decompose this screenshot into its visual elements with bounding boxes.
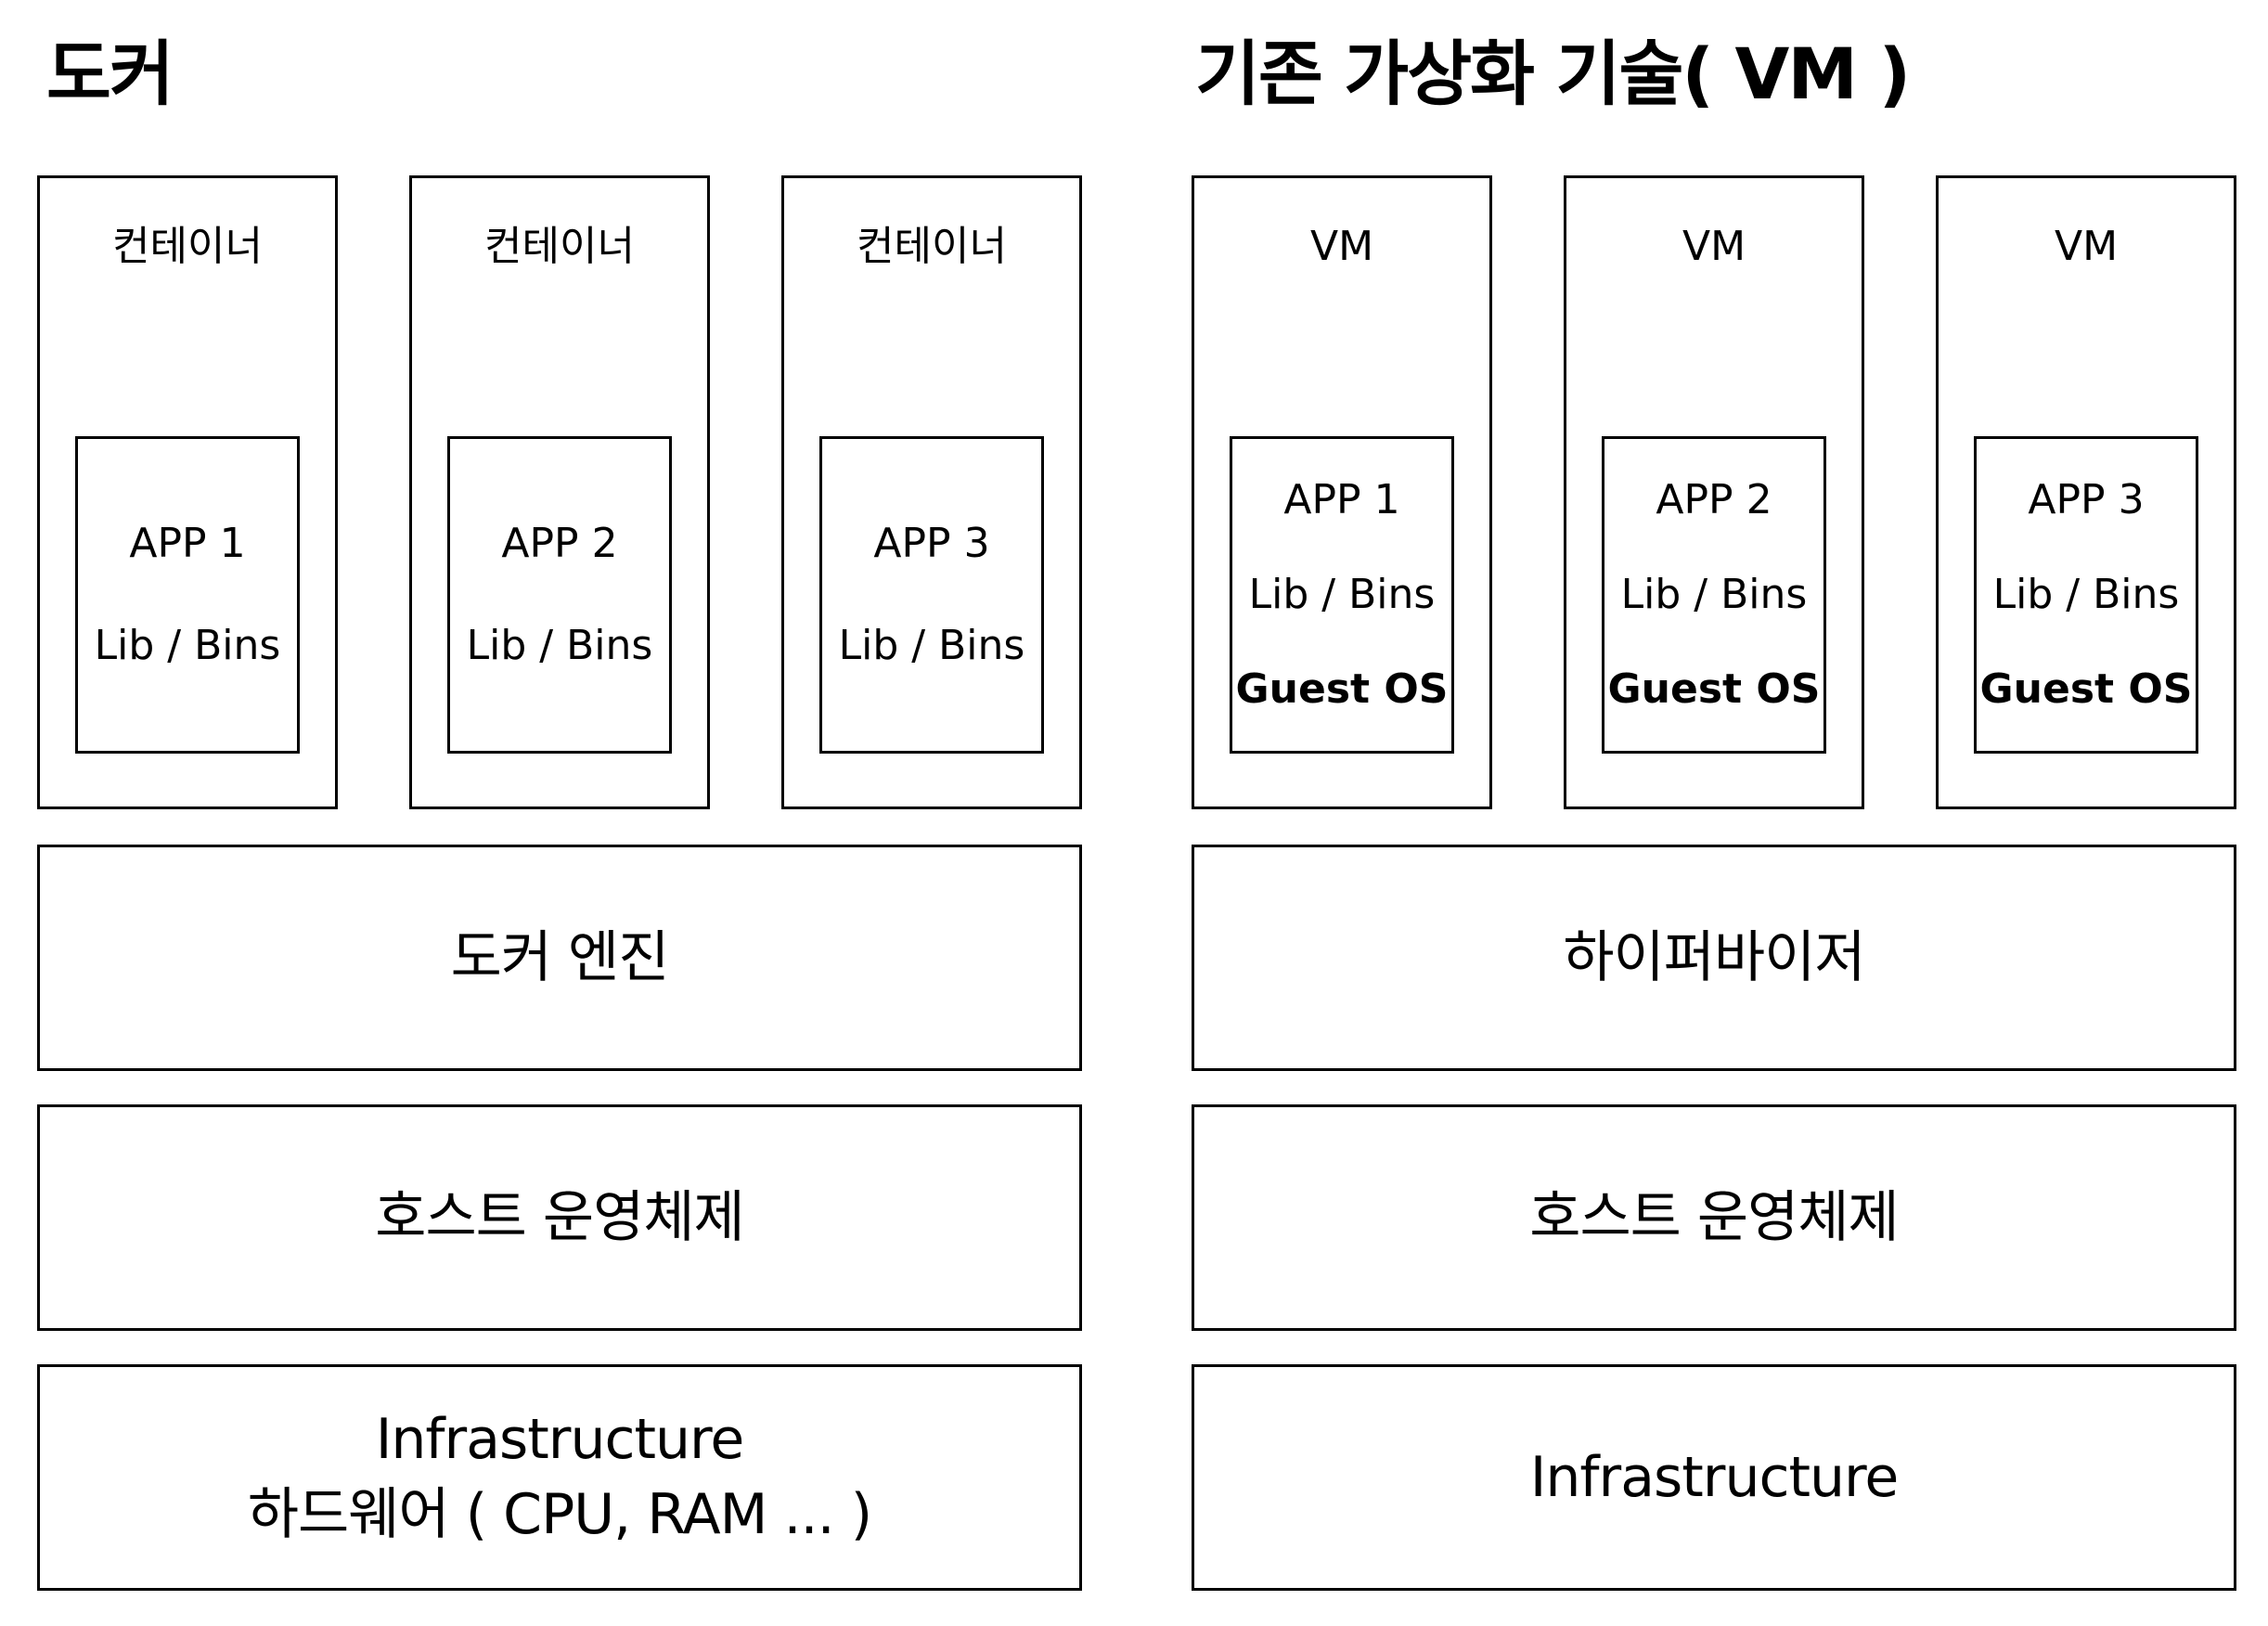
app-stack-3: APP 3 Lib / Bins <box>819 436 1044 754</box>
infrastructure-label: Infrastructure <box>1529 1444 1900 1510</box>
vm-host-os-layer: 호스트 운영체제 <box>1192 1104 2236 1331</box>
container-label: 컨테이너 <box>484 223 635 270</box>
lib-bins: Lib / Bins <box>1620 571 1808 618</box>
lib-bins: Lib / Bins <box>1992 571 2180 618</box>
hardware-label: 하드웨어 ( CPU, RAM ... ) <box>247 1482 872 1547</box>
lib-bins: Lib / Bins <box>94 622 281 669</box>
container-box-3: 컨테이너 APP 3 Lib / Bins <box>781 175 1082 809</box>
vm-stack-3: APP 3 Lib / Bins Guest OS <box>1974 436 2198 754</box>
vm-stack-2: APP 2 Lib / Bins Guest OS <box>1602 436 1826 754</box>
vm-box-1: VM APP 1 Lib / Bins Guest OS <box>1192 175 1492 809</box>
host-os-label: 호스트 운영체제 <box>375 1184 744 1250</box>
app-name: APP 2 <box>1656 476 1772 523</box>
lib-bins: Lib / Bins <box>838 622 1025 669</box>
app-name: APP 3 <box>2028 476 2145 523</box>
container-box-1: 컨테이너 APP 1 Lib / Bins <box>37 175 338 809</box>
vm-label: VM <box>1309 223 1374 270</box>
app-stack-1: APP 1 Lib / Bins <box>75 436 300 754</box>
vm-stack-1: APP 1 Lib / Bins Guest OS <box>1230 436 1454 754</box>
docker-engine-layer: 도커 엔진 <box>37 845 1082 1071</box>
hypervisor-layer: 하이퍼바이저 <box>1192 845 2236 1071</box>
app-name: APP 1 <box>129 520 246 567</box>
guest-os: Guest OS <box>1607 665 1821 713</box>
vm-box-3: VM APP 3 Lib / Bins Guest OS <box>1936 175 2236 809</box>
guest-os: Guest OS <box>1979 665 2193 713</box>
app-stack-2: APP 2 Lib / Bins <box>447 436 672 754</box>
container-label: 컨테이너 <box>112 223 263 270</box>
vm-box-2: VM APP 2 Lib / Bins Guest OS <box>1564 175 1864 809</box>
vm-label: VM <box>1682 223 1746 270</box>
lib-bins: Lib / Bins <box>466 622 653 669</box>
app-name: APP 2 <box>501 520 618 567</box>
docker-title: 도커 <box>46 32 174 115</box>
container-box-2: 컨테이너 APP 2 Lib / Bins <box>409 175 710 809</box>
container-label: 컨테이너 <box>857 223 1007 270</box>
docker-engine-label: 도커 엔진 <box>450 924 670 990</box>
docker-infrastructure-layer: Infrastructure 하드웨어 ( CPU, RAM ... ) <box>37 1364 1082 1591</box>
host-os-label: 호스트 운영체제 <box>1529 1184 1899 1250</box>
vm-label: VM <box>2054 223 2119 270</box>
vm-title: 기존 가상화 기술( VM ) <box>1195 32 1911 115</box>
lib-bins: Lib / Bins <box>1248 571 1436 618</box>
hypervisor-label: 하이퍼바이저 <box>1563 924 1865 990</box>
infrastructure-label: Infrastructure <box>375 1407 745 1472</box>
guest-os: Guest OS <box>1235 665 1449 713</box>
vm-infrastructure-layer: Infrastructure <box>1192 1364 2236 1591</box>
docker-host-os-layer: 호스트 운영체제 <box>37 1104 1082 1331</box>
app-name: APP 1 <box>1283 476 1400 523</box>
app-name: APP 3 <box>873 520 990 567</box>
